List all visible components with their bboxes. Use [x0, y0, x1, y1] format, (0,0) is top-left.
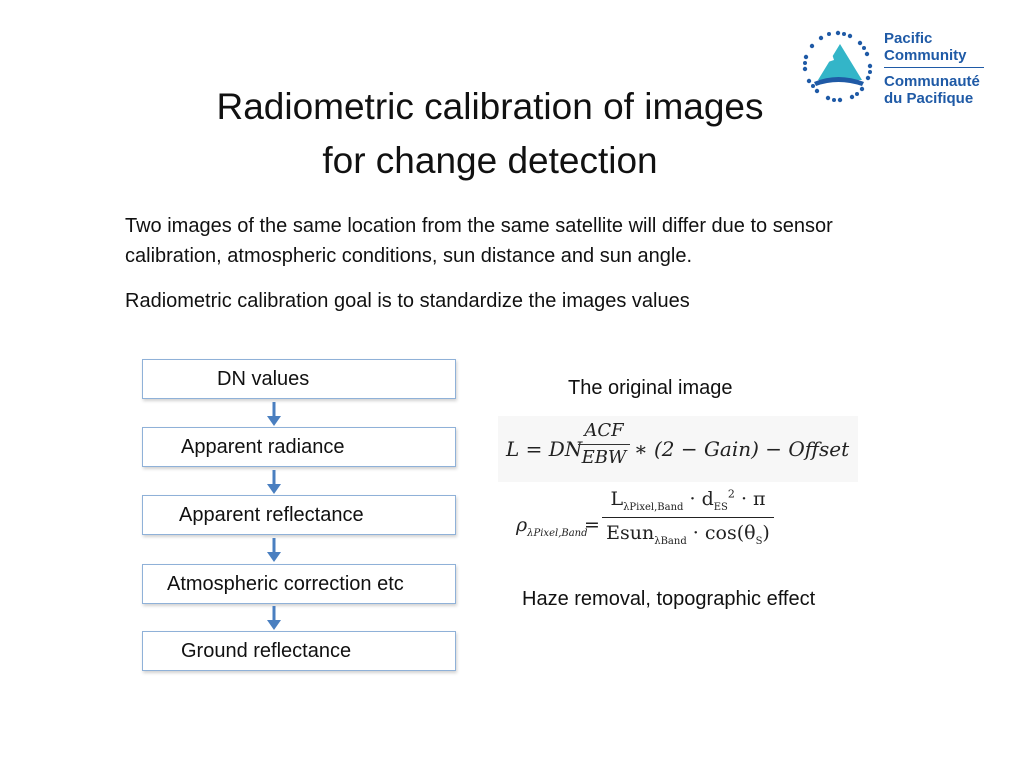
- rho-symbol: ρ: [516, 514, 528, 536]
- den-cos-sub: S: [755, 535, 763, 547]
- logo-text: Pacific Community Communauté du Pacifiqu…: [884, 30, 984, 107]
- original-image-caption: The original image: [568, 377, 733, 399]
- flow-step-atmospheric-correction: Atmospheric correction etc: [142, 564, 456, 604]
- radiance-lhs: L = DN: [506, 437, 583, 461]
- haze-caption: Haze removal, topographic effect: [522, 588, 816, 610]
- den-cos: · cos(θ: [692, 522, 756, 545]
- den-close: ): [762, 522, 770, 545]
- radiance-denominator: EBW: [581, 447, 627, 468]
- logo-emblem-icon: [802, 30, 873, 103]
- flow-step-label: Ground reflectance: [181, 640, 352, 662]
- logo-divider: [884, 67, 984, 68]
- slide-title: Radiometric calibration of images for ch…: [150, 80, 830, 188]
- num-radiance: L: [610, 488, 624, 511]
- flow-step-ground-reflectance: Ground reflectance: [142, 631, 456, 671]
- flow-step-label: Apparent reflectance: [179, 504, 364, 526]
- pacific-community-logo: Pacific Community Communauté du Pacifiqu…: [800, 28, 1000, 112]
- flow-step-dn-values: DN values: [142, 359, 456, 399]
- num-distance-sup: 2: [727, 488, 735, 501]
- num-distance: · d: [689, 488, 714, 511]
- radiance-formula: L = DN ACF EBW ∗ (2 − Gain) − Offset: [498, 416, 858, 482]
- flow-step-label: Atmospheric correction etc: [167, 573, 404, 595]
- logo-line-2: Community: [884, 47, 967, 64]
- flow-arrows: [267, 402, 281, 630]
- down-arrow-icon: [267, 402, 281, 426]
- flow-step-label: Apparent radiance: [181, 436, 345, 458]
- reflectance-fraction: LλPixel,Band · dES2 · π EsunλBand · cos(…: [602, 488, 774, 547]
- down-arrow-icon: [267, 538, 281, 562]
- radiance-rhs: ∗ (2 − Gain) − Offset: [634, 437, 850, 461]
- radiance-numerator: ACF: [584, 420, 624, 441]
- down-arrow-icon: [267, 470, 281, 494]
- num-pi: · π: [740, 488, 766, 511]
- flow-step-label: DN values: [217, 368, 310, 390]
- logo-line-4: du Pacifique: [884, 90, 974, 107]
- intro-paragraph: Two images of the same location from the…: [125, 215, 833, 267]
- logo-line-3: Communauté: [884, 73, 980, 90]
- reflectance-lhs: ρλPixel,Band: [516, 514, 588, 539]
- equals-sign: =: [584, 514, 600, 536]
- reflectance-formula: ρλPixel,Band = LλPixel,Band · dES2 · π E…: [512, 486, 792, 566]
- radiance-fraction: ACF EBW: [578, 420, 630, 469]
- title-line-1: Radiometric calibration of images: [216, 86, 764, 127]
- flow-step-apparent-reflectance: Apparent reflectance: [142, 495, 456, 535]
- den-esun-sub: λBand: [654, 535, 687, 547]
- title-line-2: for change detection: [322, 140, 658, 181]
- reflectance-denominator: EsunλBand · cos(θS): [606, 522, 770, 547]
- fraction-bar: [602, 517, 774, 519]
- num-radiance-sub: λPixel,Band: [623, 502, 684, 514]
- down-arrow-icon: [267, 606, 281, 630]
- den-esun: Esun: [606, 522, 655, 545]
- num-distance-sub: ES: [713, 502, 728, 514]
- fraction-bar: [578, 444, 630, 445]
- reflectance-numerator: LλPixel,Band · dES2 · π: [610, 488, 766, 514]
- flow-step-apparent-radiance: Apparent radiance: [142, 427, 456, 467]
- logo-line-1: Pacific: [884, 30, 933, 47]
- goal-paragraph: Radiometric calibration goal is to stand…: [125, 290, 690, 312]
- rho-subscript: λPixel,Band: [527, 527, 588, 539]
